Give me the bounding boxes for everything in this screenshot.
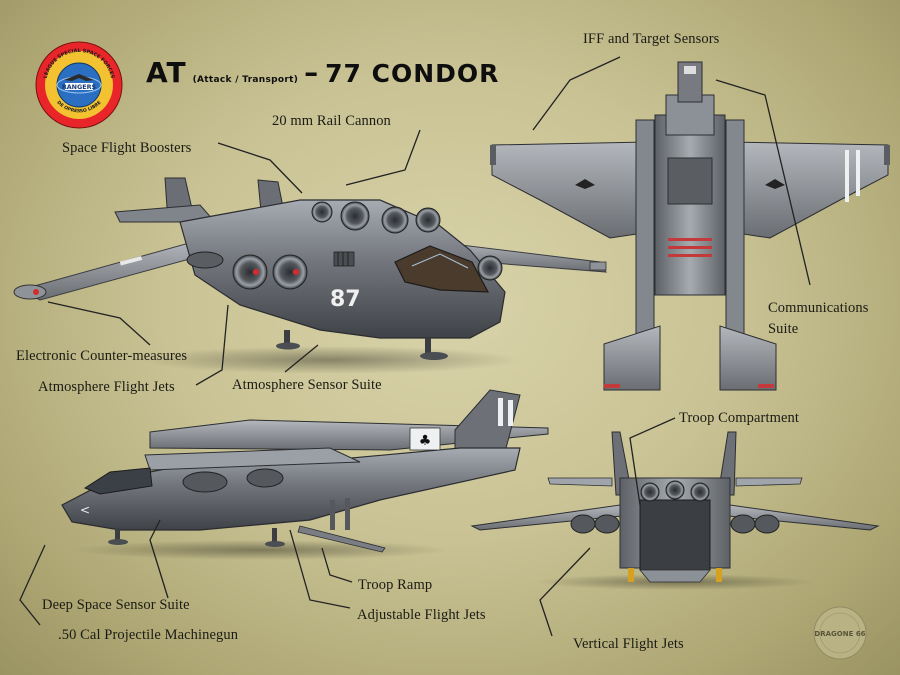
aircraft-three-quarter-view: 87 [13,177,607,374]
title-dash: – [304,56,320,89]
aircraft-rear-view [470,431,880,590]
label-rail-cannon: 20 mm Rail Cannon [272,113,391,129]
label-troop-ramp: Troop Ramp [358,577,433,593]
label-vertical-jets: Vertical Flight Jets [573,636,684,652]
label-troop-compartment: Troop Compartment [679,410,799,426]
label-space-boosters: Space Flight Boosters [62,140,192,156]
rangers-emblem: RANGERS LEAGUE SPECIAL SPACE FORCES DE O… [34,40,124,130]
label-communications-suite: Communications Suite [768,300,869,337]
label-atmosphere-jets: Atmosphere Flight Jets [38,379,175,395]
label-machinegun: .50 Cal Projectile Machinegun [58,627,239,643]
label-iff-sensors: IFF and Target Sensors [583,31,720,47]
aircraft-top-view [490,61,890,391]
svg-text:<: < [80,503,90,517]
label-adjustable-jets: Adjustable Flight Jets [357,607,486,623]
title-prefix: AT [146,56,187,89]
label-ecm: Electronic Counter-measures [16,348,188,364]
page-title: AT (Attack / Transport) – 77 CONDOR [146,56,499,89]
svg-text:♣: ♣ [419,433,432,449]
watermark-text: DRAGONE 66 [814,630,865,638]
label-atmosphere-sensor: Atmosphere Sensor Suite [232,377,382,393]
leader-lines [19,56,811,637]
hull-number: 87 [330,287,361,312]
emblem-center-text: RANGERS [62,83,97,91]
aircraft-side-view: ♣ < [61,389,549,560]
artist-watermark: DRAGONE 66 [812,605,868,661]
title-subtitle: (Attack / Transport) [192,75,299,85]
label-deep-space-sensor: Deep Space Sensor Suite [42,597,190,613]
title-name: 77 CONDOR [325,59,500,88]
